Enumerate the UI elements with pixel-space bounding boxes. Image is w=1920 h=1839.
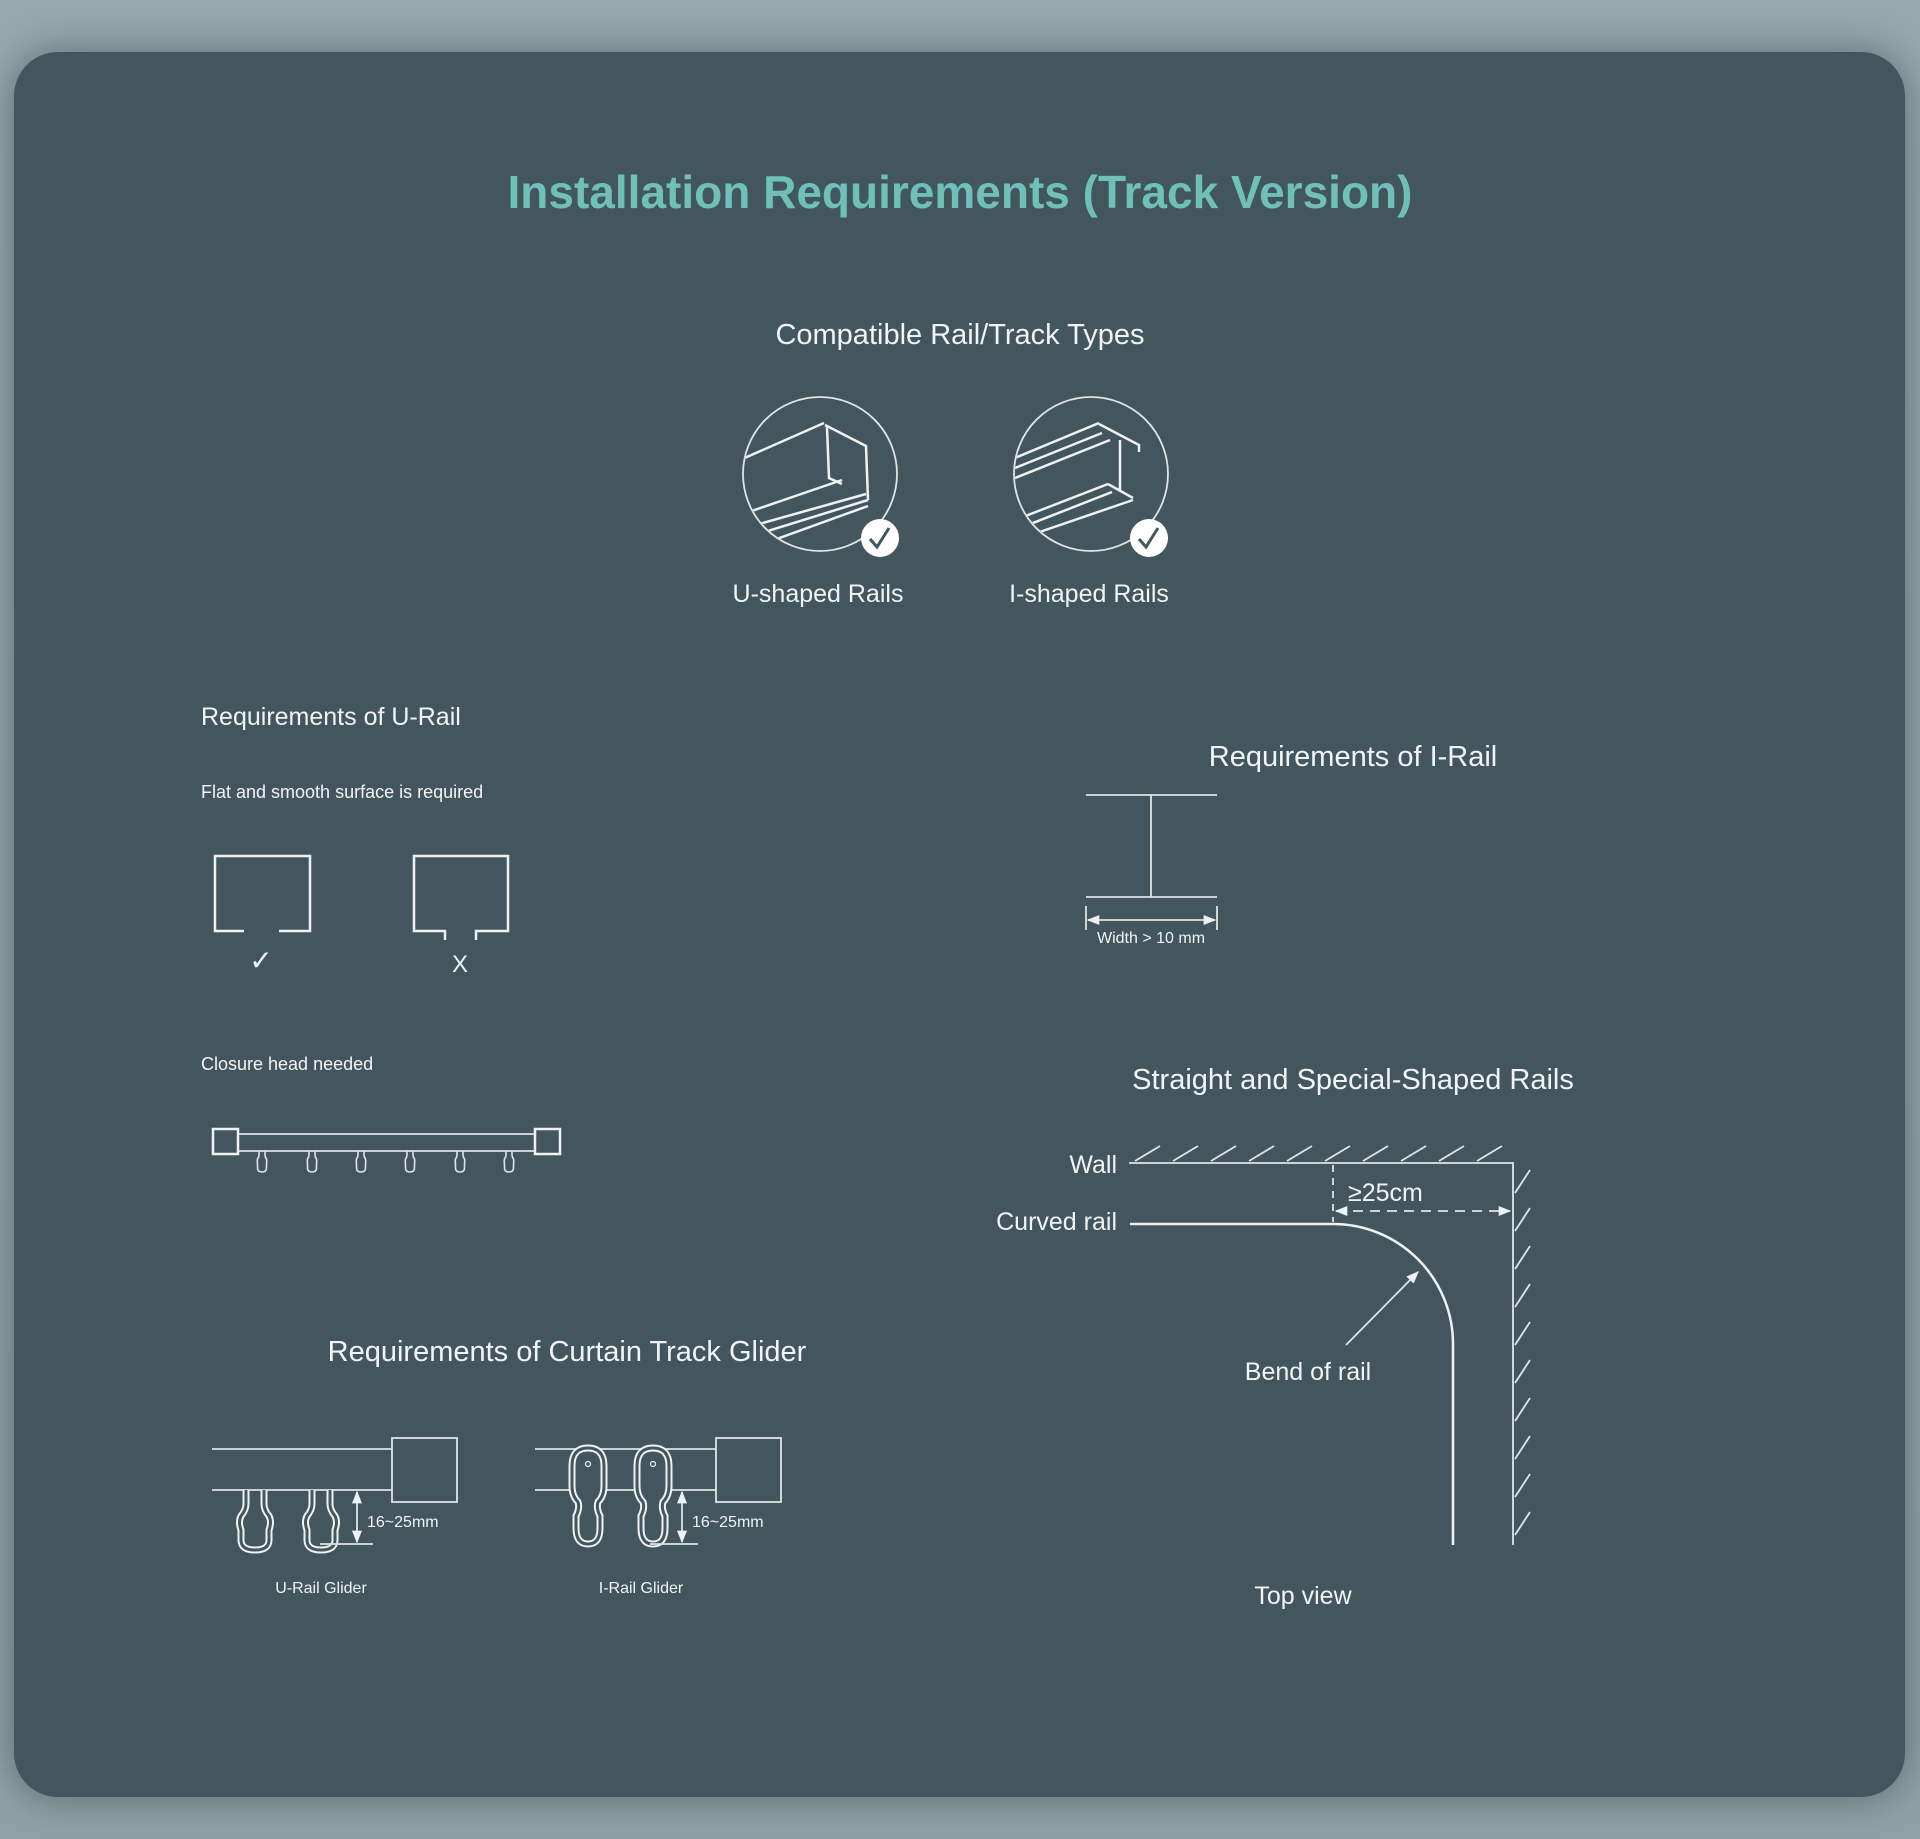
u-rail-label: U-shaped Rails xyxy=(733,580,904,608)
i-glider-diagram xyxy=(535,1437,782,1544)
curved-rail-line xyxy=(1130,1222,1455,1545)
page-title: Installation Requirements (Track Version… xyxy=(508,166,1413,218)
i-rail-heading: Requirements of I-Rail xyxy=(1209,741,1498,773)
u-rail-heading: Requirements of U-Rail xyxy=(201,703,461,731)
i-glider-dimension: 16~25mm xyxy=(692,1514,764,1531)
i-rail-label: I-shaped Rails xyxy=(1009,580,1169,608)
wall-label: Wall xyxy=(1069,1151,1117,1179)
i-profile-diagram xyxy=(1085,794,1218,930)
bad-mark: X xyxy=(452,951,468,978)
distance-label: ≥25cm xyxy=(1348,1179,1423,1207)
i-rail-icon xyxy=(1013,396,1169,557)
check-badge-icon xyxy=(1130,519,1168,557)
u-glider-diagram xyxy=(212,1437,458,1550)
shaped-heading: Straight and Special-Shaped Rails xyxy=(1132,1064,1574,1096)
top-view-diagram xyxy=(1129,1145,1531,1545)
closure-rail-diagram xyxy=(211,1127,562,1173)
flat-surface-note: Flat and smooth surface is required xyxy=(201,782,483,802)
top-view-label: Top view xyxy=(1254,1582,1352,1610)
check-badge-icon xyxy=(861,519,899,557)
glider-heading: Requirements of Curtain Track Glider xyxy=(328,1336,807,1368)
u-glider-label: U-Rail Glider xyxy=(275,1580,367,1597)
width-label: Width > 10 mm xyxy=(1097,930,1205,947)
curved-rail-label: Curved rail xyxy=(996,1208,1117,1236)
ok-mark: ✓ xyxy=(249,945,272,976)
u-rail-icon xyxy=(742,396,899,557)
u-profile-bad xyxy=(412,854,510,940)
i-glider-label: I-Rail Glider xyxy=(599,1580,684,1597)
u-profile-good xyxy=(213,854,312,933)
u-glider-dimension: 16~25mm xyxy=(367,1514,439,1531)
bend-label: Bend of rail xyxy=(1245,1358,1371,1386)
closure-note: Closure head needed xyxy=(201,1054,373,1074)
compatible-heading: Compatible Rail/Track Types xyxy=(775,319,1144,351)
